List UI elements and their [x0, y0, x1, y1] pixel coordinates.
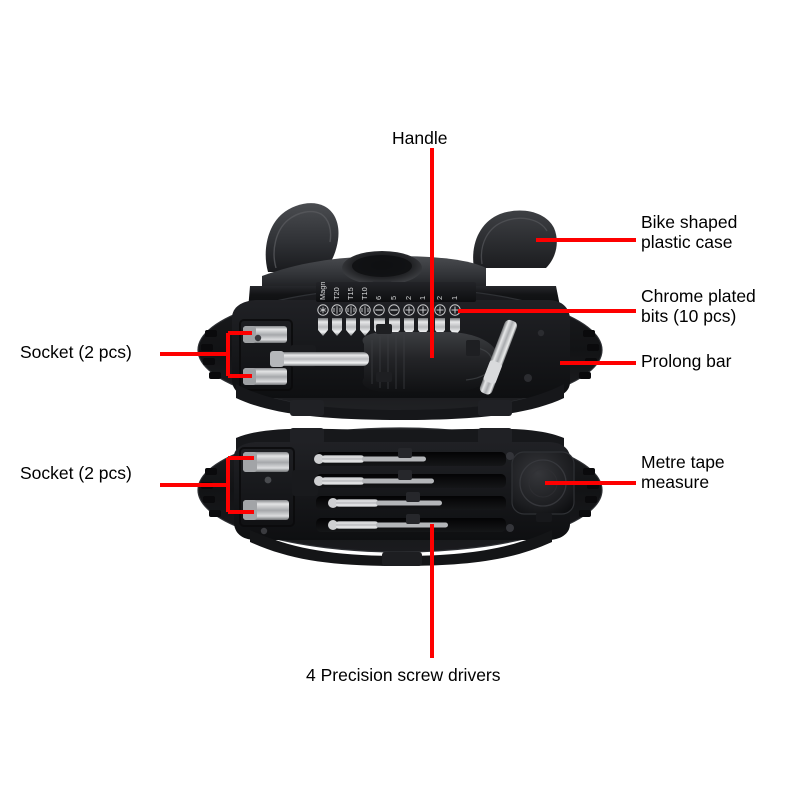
- lower-case-bottom-rim: [250, 530, 552, 566]
- bit-label-strip: [316, 282, 476, 302]
- handle-shaft: [277, 352, 369, 366]
- lower-sockets: [239, 447, 318, 527]
- svg-text:1: 1: [418, 296, 427, 300]
- label-socket-upper: Socket (2 pcs): [20, 342, 132, 362]
- case-tread-notches: [201, 330, 599, 379]
- latch-lower-right: [478, 428, 512, 444]
- saddle-flap: [265, 203, 339, 272]
- chrome-bits-row: [318, 318, 460, 336]
- svg-text:5: 5: [389, 296, 398, 300]
- handlebar-flap: [473, 210, 557, 268]
- svg-text:6: 6: [374, 296, 383, 300]
- upper-tray-clips: [376, 324, 480, 382]
- label-bike-shaped-plastic-case: Bike shaped plastic case: [641, 212, 738, 252]
- svg-text:Magn: Magn: [318, 282, 327, 301]
- label-handle: Handle: [392, 128, 448, 148]
- latch-upper-left: [290, 400, 324, 416]
- upper-case-half: Magn T20 T15 T10 6 5 2 1 2 1: [197, 203, 603, 420]
- label-metre-tape-measure: Metre tape measure: [641, 452, 725, 492]
- bit-icon-row: [317, 304, 461, 316]
- bit-label-text: Magn T20 T15 T10 6 5 2 1 2 1: [318, 282, 459, 301]
- leader-socket-lower: [160, 456, 254, 514]
- leader-lines: [160, 148, 636, 658]
- svg-text:T20: T20: [332, 287, 341, 300]
- label-prolong-bar: Prolong bar: [641, 351, 732, 371]
- leader-socket-upper: [160, 331, 252, 378]
- label-chrome-plated-bits: Chrome plated bits (10 pcs): [641, 286, 756, 326]
- lower-case-half: [197, 427, 603, 566]
- bottom-center-latch: [382, 552, 422, 566]
- latch-upper-right: [478, 400, 512, 416]
- svg-text:T15: T15: [346, 287, 355, 300]
- case-screw-boss: [524, 374, 532, 382]
- screwdriver-handle: [270, 332, 500, 392]
- svg-text:T10: T10: [360, 287, 369, 300]
- prolong-bar-part: [479, 319, 518, 395]
- metre-tape-measure-part: [511, 451, 575, 522]
- svg-text:1: 1: [450, 296, 459, 300]
- lower-tray-recess: [234, 442, 570, 540]
- precision-screwdrivers: [314, 454, 448, 530]
- svg-text:2: 2: [404, 296, 413, 300]
- lower-screw-boss: [506, 452, 514, 460]
- svg-text:2: 2: [435, 296, 444, 300]
- lower-tray-clips: [398, 448, 420, 524]
- label-precision-screw-drivers: 4 Precision screw drivers: [306, 665, 501, 685]
- latch-lower-left: [290, 428, 324, 444]
- label-socket-lower: Socket (2 pcs): [20, 463, 132, 483]
